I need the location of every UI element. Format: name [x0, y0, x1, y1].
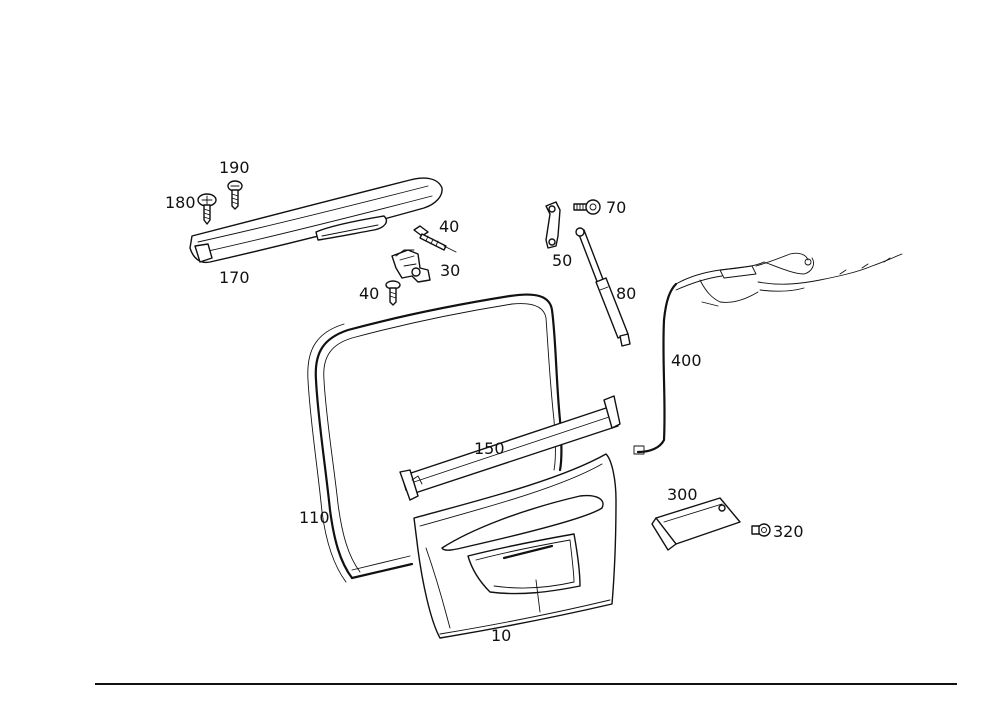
- callout-10: 10: [491, 626, 512, 645]
- bracket-300: [651, 497, 741, 551]
- callout-300: 300: [667, 485, 698, 504]
- bolt-40-lower: [385, 280, 401, 306]
- tailgate-10: [413, 453, 617, 639]
- callout-30: 30: [440, 261, 461, 280]
- trim-bar-150: [399, 395, 621, 501]
- callout-400: 400: [671, 351, 702, 370]
- spoiler-170: [189, 177, 443, 264]
- callout-80: 80: [616, 284, 637, 303]
- callout-40-upper: 40: [439, 217, 460, 236]
- callout-170: 170: [219, 268, 250, 287]
- callout-180: 180: [165, 193, 196, 212]
- callout-70: 70: [606, 198, 627, 217]
- callout-320: 320: [773, 522, 804, 541]
- screw-190: [227, 180, 243, 210]
- callout-50: 50: [552, 251, 573, 270]
- hinge-30: [391, 249, 431, 283]
- gas-strut-80: [575, 227, 631, 347]
- callout-150: 150: [474, 439, 505, 458]
- bracket-50: [545, 201, 561, 249]
- callout-190: 190: [219, 158, 250, 177]
- door-seal-110: [307, 293, 563, 583]
- callout-40-lower: 40: [359, 284, 380, 303]
- footer-rule: [95, 683, 957, 685]
- cable-harness-400: [633, 252, 903, 455]
- bolt-40-upper: [413, 225, 457, 253]
- screw-180: [197, 193, 217, 225]
- bolt-70: [573, 199, 601, 215]
- callout-110: 110: [299, 508, 330, 527]
- bolt-320: [751, 523, 771, 537]
